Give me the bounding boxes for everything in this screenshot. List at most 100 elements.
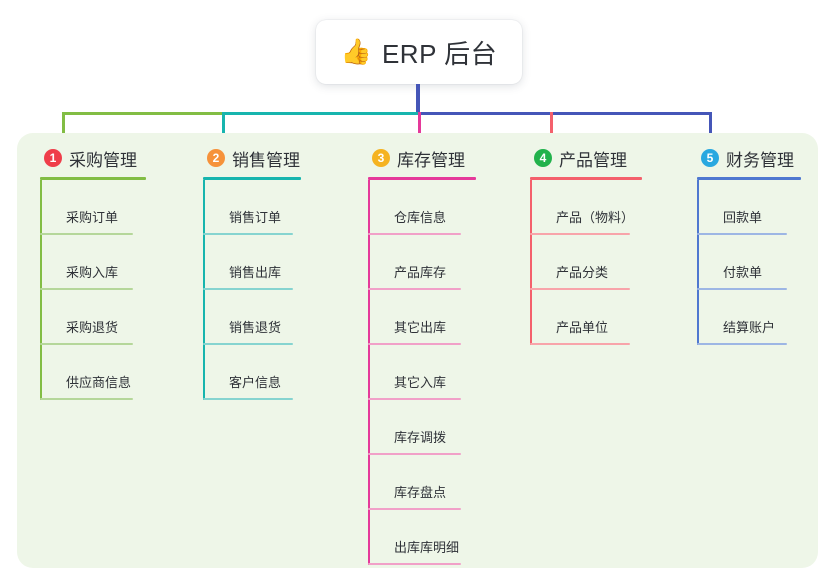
branch-item[interactable]: 产品分类 bbox=[530, 235, 642, 290]
branch-item-label: 销售退货 bbox=[229, 320, 282, 335]
branch-item[interactable]: 产品单位 bbox=[530, 290, 642, 345]
branch-item[interactable]: 客户信息 bbox=[203, 345, 303, 400]
branch-item[interactable]: 出库库明细 bbox=[368, 510, 476, 565]
branch-items: 采购订单采购入库采购退货供应商信息 bbox=[40, 180, 148, 400]
branch-column-3: 3 库存管理仓库信息产品库存其它出库其它入库库存调拨库存盘点出库库明细 bbox=[368, 145, 476, 565]
branch-item[interactable]: 采购订单 bbox=[40, 180, 148, 235]
branch-item-rule bbox=[368, 233, 461, 235]
branch-drop-line-4 bbox=[550, 112, 553, 147]
branch-title: 销售管理 bbox=[232, 150, 300, 170]
thumbs-up-icon: 👍 bbox=[340, 37, 372, 66]
branch-item[interactable]: 产品库存 bbox=[368, 235, 476, 290]
bus-segment-1 bbox=[62, 112, 222, 115]
branch-item-label: 仓库信息 bbox=[394, 210, 447, 225]
branch-item-label: 产品分类 bbox=[556, 265, 609, 280]
branch-item-label: 付款单 bbox=[723, 265, 763, 280]
branch-drop-line-2 bbox=[222, 112, 225, 147]
root-trunk-line bbox=[416, 84, 420, 115]
branch-item[interactable]: 其它出库 bbox=[368, 290, 476, 345]
branch-header-5[interactable]: 5 财务管理 bbox=[697, 145, 801, 171]
branch-title: 财务管理 bbox=[726, 150, 794, 170]
branch-item-label: 销售订单 bbox=[229, 210, 282, 225]
branch-item-label: 库存调拨 bbox=[394, 430, 447, 445]
root-node-title: ERP 后台 bbox=[381, 38, 498, 69]
root-node-card[interactable]: 👍 ERP 后台 bbox=[316, 20, 522, 84]
branch-item[interactable]: 产品（物料） bbox=[530, 180, 642, 235]
branch-item[interactable]: 销售出库 bbox=[203, 235, 303, 290]
branch-item-label: 产品库存 bbox=[394, 265, 447, 280]
branch-item-label: 产品（物料） bbox=[556, 210, 635, 225]
branch-item-label: 采购退货 bbox=[66, 320, 119, 335]
branch-number-badge: 3 bbox=[372, 149, 390, 167]
branch-header-3[interactable]: 3 库存管理 bbox=[368, 145, 476, 171]
branch-header-4[interactable]: 4 产品管理 bbox=[530, 145, 642, 171]
branch-number-badge: 5 bbox=[701, 149, 719, 167]
branch-item-rule bbox=[697, 233, 787, 235]
branch-item-label: 销售出库 bbox=[229, 265, 282, 280]
branch-item-rule bbox=[40, 288, 133, 290]
branch-item[interactable]: 其它入库 bbox=[368, 345, 476, 400]
branch-item-label: 库存盘点 bbox=[394, 485, 447, 500]
branch-item-rule bbox=[203, 398, 293, 400]
branches-panel bbox=[17, 133, 818, 568]
branch-column-4: 4 产品管理产品（物料） 产品分类产品单位 bbox=[530, 145, 642, 345]
branch-spine-line bbox=[697, 180, 699, 345]
branch-item-rule bbox=[697, 288, 787, 290]
branch-item[interactable]: 销售订单 bbox=[203, 180, 303, 235]
branch-items: 回款单付款单结算账户 bbox=[697, 180, 801, 345]
branch-header-rule bbox=[203, 177, 301, 180]
branch-item[interactable]: 供应商信息 bbox=[40, 345, 148, 400]
branch-spine-line bbox=[203, 180, 205, 400]
branch-item-label: 客户信息 bbox=[229, 375, 282, 390]
branch-item[interactable]: 仓库信息 bbox=[368, 180, 476, 235]
branch-spine-line bbox=[368, 180, 370, 565]
branch-item-rule bbox=[368, 563, 461, 565]
branch-item-label: 结算账户 bbox=[723, 320, 776, 335]
branch-item-label: 其它入库 bbox=[394, 375, 447, 390]
branch-column-5: 5 财务管理回款单付款单结算账户 bbox=[697, 145, 801, 345]
branch-item[interactable]: 库存调拨 bbox=[368, 400, 476, 455]
branch-item-label: 采购订单 bbox=[66, 210, 119, 225]
branch-item[interactable]: 销售退货 bbox=[203, 290, 303, 345]
branch-header-rule bbox=[368, 177, 476, 180]
branch-items: 仓库信息产品库存其它出库其它入库库存调拨库存盘点出库库明细 bbox=[368, 180, 476, 565]
branch-spine-line bbox=[40, 180, 42, 400]
branch-item[interactable]: 回款单 bbox=[697, 180, 801, 235]
branch-header-rule bbox=[40, 177, 146, 180]
branch-item-rule bbox=[368, 343, 461, 345]
branch-item-rule bbox=[530, 288, 630, 290]
branch-item-rule bbox=[368, 453, 461, 455]
branch-drop-line-5 bbox=[709, 112, 712, 147]
branch-title: 库存管理 bbox=[397, 150, 465, 170]
branch-item-rule bbox=[203, 233, 293, 235]
branch-item-rule bbox=[203, 288, 293, 290]
branch-title: 产品管理 bbox=[559, 150, 627, 170]
branch-item[interactable]: 库存盘点 bbox=[368, 455, 476, 510]
branch-number-badge: 2 bbox=[207, 149, 225, 167]
branch-item-label: 采购入库 bbox=[66, 265, 119, 280]
branch-column-2: 2 销售管理销售订单销售出库销售退货客户信息 bbox=[203, 145, 303, 400]
branch-item-rule bbox=[40, 398, 133, 400]
branch-item[interactable]: 付款单 bbox=[697, 235, 801, 290]
branch-header-2[interactable]: 2 销售管理 bbox=[203, 145, 303, 171]
branch-item-rule bbox=[368, 508, 461, 510]
branch-item[interactable]: 采购退货 bbox=[40, 290, 148, 345]
branch-item-rule bbox=[40, 343, 133, 345]
branch-item-rule bbox=[530, 233, 630, 235]
branch-item-rule bbox=[368, 398, 461, 400]
branch-item-rule bbox=[368, 288, 461, 290]
branch-item[interactable]: 结算账户 bbox=[697, 290, 801, 345]
branch-number-badge: 4 bbox=[534, 149, 552, 167]
branch-item-rule bbox=[697, 343, 787, 345]
branch-item-rule bbox=[40, 233, 133, 235]
branch-item-label: 出库库明细 bbox=[394, 540, 460, 555]
branch-item[interactable]: 采购入库 bbox=[40, 235, 148, 290]
branch-title: 采购管理 bbox=[69, 150, 137, 170]
branch-header-rule bbox=[697, 177, 801, 180]
branch-item-label: 其它出库 bbox=[394, 320, 447, 335]
branch-items: 销售订单销售出库销售退货客户信息 bbox=[203, 180, 303, 400]
branch-item-rule bbox=[203, 343, 293, 345]
branch-drop-line-1 bbox=[62, 112, 65, 147]
